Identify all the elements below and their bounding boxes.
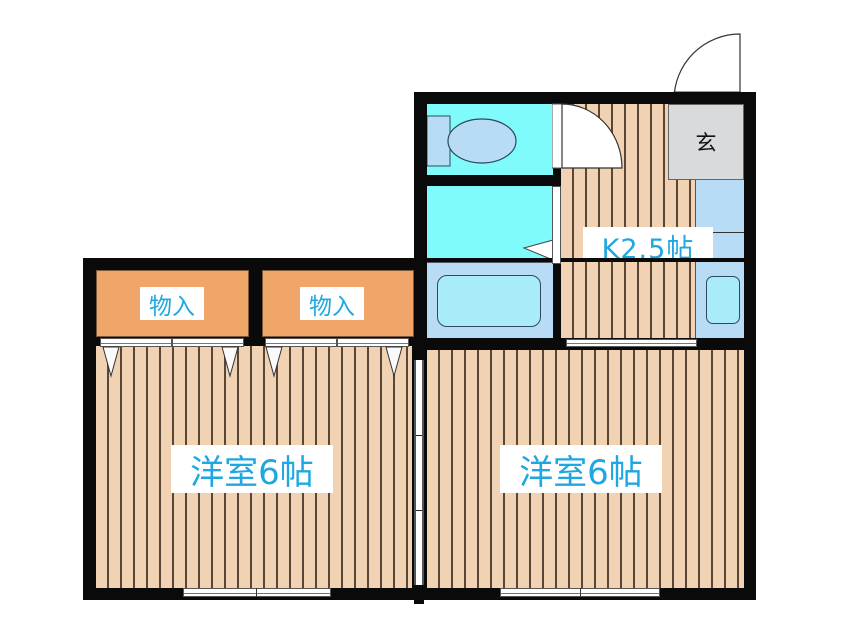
partition-mark [416, 435, 422, 436]
toilet-door-swing-icon [552, 103, 623, 169]
entrance-area: 玄 [668, 104, 744, 180]
bathroom-lower [427, 262, 553, 338]
wall-stub [414, 598, 424, 604]
kitchen-sink-icon [706, 276, 740, 324]
room-partition-sliding-door[interactable] [414, 360, 424, 585]
closet-right-door-b[interactable] [337, 338, 409, 347]
counter-divider [696, 232, 744, 233]
toilet-fixture-icon [427, 115, 517, 167]
closet-left-door-a[interactable] [100, 338, 172, 347]
bathtub-icon [437, 275, 541, 327]
closet-left-label: 物入 [140, 287, 204, 320]
window-right-mullion [580, 588, 581, 597]
partition-mark [416, 510, 422, 511]
window-left-mullion [256, 588, 257, 597]
window-left-room[interactable] [183, 588, 331, 597]
kitchen-floor-lower [561, 262, 695, 338]
closet-door-markers-icon [102, 346, 403, 378]
closet-left-door-b[interactable] [172, 338, 244, 347]
kitchen-sliding-door[interactable] [566, 339, 697, 347]
closet-right: 物入 [262, 270, 414, 337]
western-room-left-label: 洋室6帖 [171, 445, 333, 493]
closet-left: 物入 [96, 270, 249, 337]
entrance-label: 玄 [695, 131, 717, 155]
bathroom-door-lower[interactable] [552, 186, 561, 264]
closet-right-label: 物入 [300, 287, 364, 320]
closet-right-door-a[interactable] [265, 338, 337, 347]
kitchen-counter-lower [695, 262, 744, 338]
toilet-room [427, 104, 553, 175]
western-room-right-label: 洋室6帖 [500, 445, 662, 493]
